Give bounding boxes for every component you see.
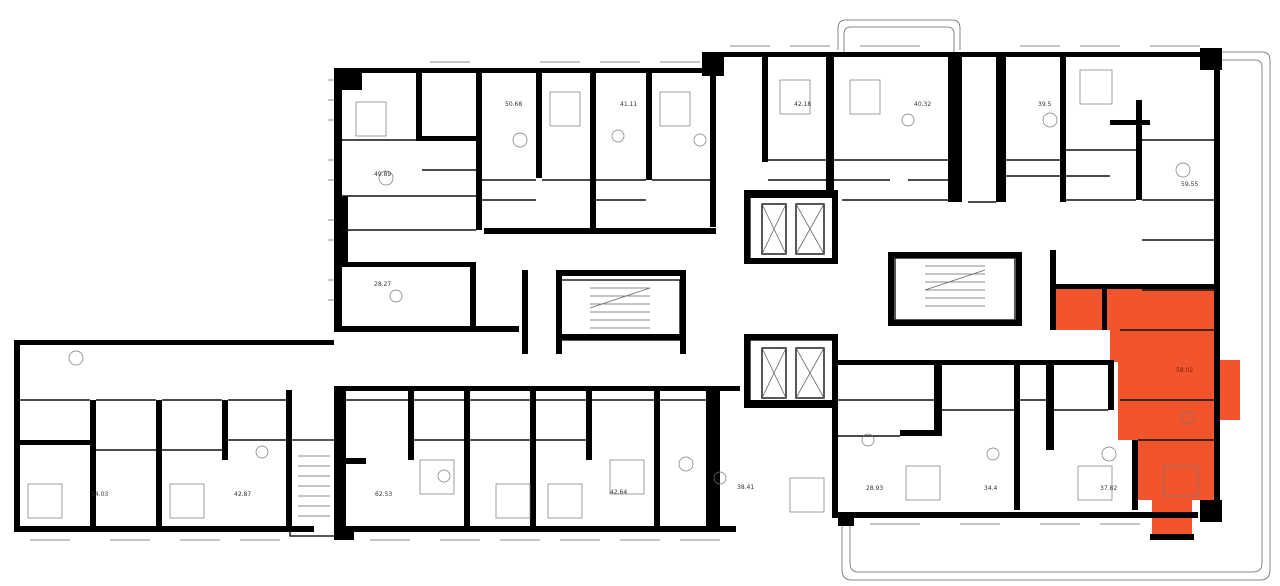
area-label-37-82: 37.82 bbox=[1100, 485, 1117, 492]
structural-walls bbox=[14, 48, 1222, 540]
area-label-34-4: 34.4 bbox=[984, 485, 998, 492]
area-label-39-5: 39.5 bbox=[1038, 101, 1052, 108]
area-label-54-03: 54.03 bbox=[91, 491, 108, 498]
selected-apartment[interactable] bbox=[1054, 288, 1240, 538]
area-label-42-18: 42.18 bbox=[794, 101, 811, 108]
area-label-42-64: 42.64 bbox=[610, 489, 627, 496]
furniture bbox=[27, 69, 1199, 519]
area-label-50-68: 50.68 bbox=[505, 101, 522, 108]
terrace-outlines bbox=[837, 19, 1271, 581]
area-label-28-93: 28.93 bbox=[866, 485, 883, 492]
area-label-28-27: 28.27 bbox=[374, 281, 391, 288]
partitions bbox=[20, 45, 1214, 541]
area-labels: 49.89 50.68 41.11 42.18 40.32 39.5 59.55… bbox=[91, 101, 1198, 498]
area-label-41-11: 41.11 bbox=[620, 101, 637, 108]
area-label-49-89: 49.89 bbox=[374, 171, 391, 178]
area-label-62-53: 62.53 bbox=[375, 491, 392, 498]
area-label-38-41: 38.41 bbox=[737, 484, 754, 491]
area-label-58-02[interactable]: 58.02 bbox=[1176, 367, 1193, 374]
area-label-40-32: 40.32 bbox=[914, 101, 931, 108]
area-label-59-55: 59.55 bbox=[1181, 181, 1198, 188]
area-label-42-87: 42.87 bbox=[234, 491, 251, 498]
